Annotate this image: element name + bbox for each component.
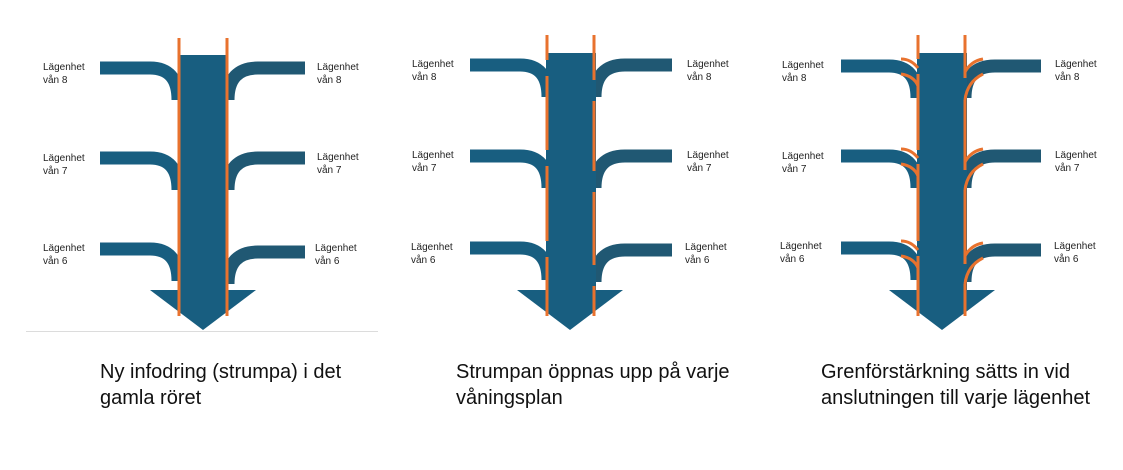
label-left-floor-6: Lägenhet vån 6 — [780, 241, 822, 265]
label-right-floor-8: Lägenhet vån 8 — [687, 59, 729, 83]
branch-left-floor-7 — [841, 149, 924, 189]
flow-arrowhead — [517, 290, 623, 330]
label-right-floor-6: Lägenhet vån 6 — [685, 242, 727, 266]
caption: Ny infodring (strumpa) i det gamla röret — [100, 361, 342, 409]
caption: Grenförstärkning sätts in vid anslutning… — [821, 361, 1091, 409]
branch-reinforcement-right — [963, 57, 984, 285]
branch-reinforcement-left — [900, 57, 920, 269]
branch-left-floor-6 — [100, 242, 185, 282]
branch-left-floor-8 — [841, 59, 924, 99]
branch-right-floor-6 — [958, 243, 1041, 283]
label-left-floor-7: Lägenhet vån 7 — [412, 150, 454, 174]
label-left-floor-8: Lägenhet vån 8 — [412, 59, 454, 83]
branch-right-floor-8 — [588, 58, 672, 98]
branch-left-floor-8 — [470, 58, 555, 98]
label-right-floor-7: Lägenhet vån 7 — [317, 152, 359, 176]
main-stack — [178, 55, 228, 292]
divider-line — [26, 331, 378, 332]
branch-right-floor-7 — [588, 149, 672, 189]
pipe-diagram-2 — [470, 35, 672, 330]
branch-left-floor-7 — [100, 151, 185, 191]
pipe-diagram-3 — [841, 35, 1041, 330]
caption: Strumpan öppnas upp på varje våningsplan — [456, 361, 730, 409]
label-left-floor-7: Lägenhet vån 7 — [43, 153, 85, 177]
branch-left-floor-8 — [100, 61, 185, 101]
panel-strumpan-oppnas: Lägenhet vån 8 Lägenhet vån 7 Lägenhet v… — [370, 0, 750, 470]
branch-right-floor-8 — [958, 59, 1041, 99]
label-right-floor-6: Lägenhet vån 6 — [315, 243, 357, 267]
branch-left-floor-6 — [841, 241, 924, 281]
label-right-floor-6: Lägenhet vån 6 — [1054, 241, 1096, 265]
label-left-floor-8: Lägenhet vån 8 — [43, 62, 85, 86]
label-left-floor-6: Lägenhet vån 6 — [43, 243, 85, 267]
panel-infodring: Lägenhet vån 8 Lägenhet vån 7 Lägenhet v… — [0, 0, 380, 470]
label-left-floor-6: Lägenhet vån 6 — [411, 242, 453, 266]
label-right-floor-7: Lägenhet vån 7 — [1055, 150, 1097, 174]
flow-arrowhead — [889, 290, 995, 330]
branch-left-floor-6 — [470, 241, 555, 281]
main-stack — [546, 53, 596, 292]
flow-arrowhead — [150, 290, 256, 330]
pipe-diagram-1 — [100, 38, 305, 330]
branch-right-floor-7 — [958, 149, 1041, 189]
branch-right-floor-6 — [588, 243, 672, 283]
branch-right-floor-8 — [221, 61, 305, 101]
label-left-floor-8: Lägenhet vån 8 — [782, 60, 824, 84]
label-left-floor-7: Lägenhet vån 7 — [782, 151, 824, 175]
branch-left-floor-7 — [470, 149, 555, 189]
label-right-floor-8: Lägenhet vån 8 — [1055, 59, 1097, 83]
branch-right-floor-7 — [221, 151, 305, 191]
branch-right-floor-6 — [221, 245, 305, 285]
label-right-floor-8: Lägenhet vån 8 — [317, 62, 359, 86]
panel-grenforstarkning: Lägenhet vån 8 Lägenhet vån 7 Lägenhet v… — [739, 0, 1119, 470]
main-stack — [917, 53, 967, 292]
label-right-floor-7: Lägenhet vån 7 — [687, 150, 729, 174]
